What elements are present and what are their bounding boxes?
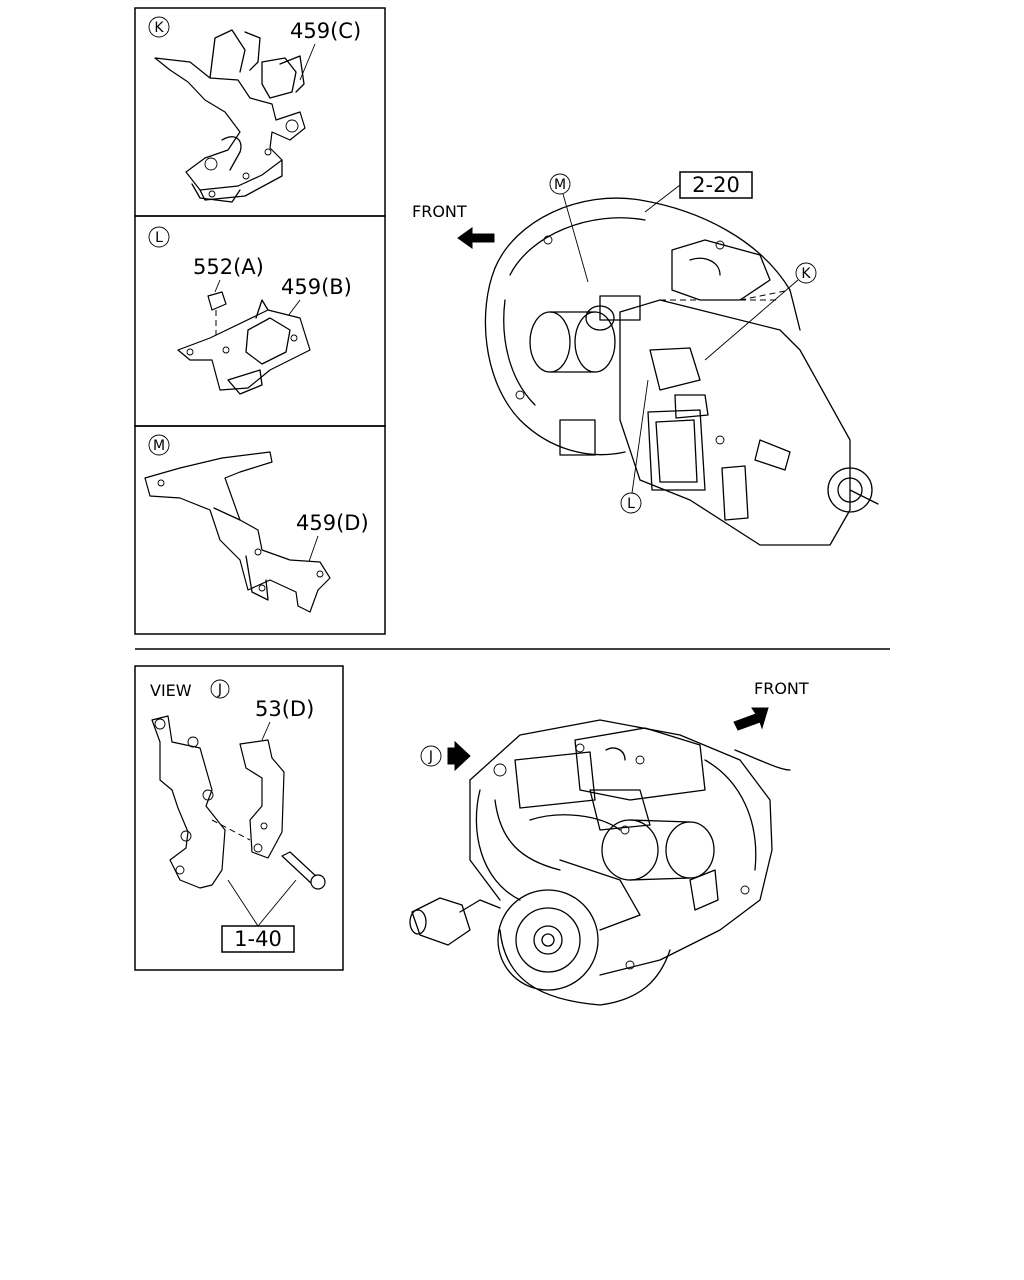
bracket-459d-drawing [144, 451, 331, 613]
part-label-53d: 53(D) [255, 697, 314, 721]
view-title: VIEW [150, 681, 192, 700]
callout-l-transmission: L [627, 496, 635, 512]
transmission-housing-drawing [484, 197, 879, 546]
callout-k-transmission: K [801, 266, 811, 282]
engine-diagram: FRONT J [409, 679, 809, 1006]
callout-m-transmission: M [554, 177, 566, 193]
part-label-552a: 552(A) [193, 255, 264, 279]
bracket-459c-drawing [154, 29, 306, 203]
panel-l: L 552(A) 459(B) [134, 215, 386, 427]
panel-view-j: VIEW J 53(D) 1-40 [134, 665, 344, 971]
front-arrow-engine-icon [733, 707, 769, 731]
panel-m: M 459(D) [134, 425, 386, 635]
callout-j-engine: J [428, 749, 433, 765]
bracket-459b-drawing [177, 291, 311, 395]
view-callout-j: J [217, 682, 222, 698]
view-direction-arrow-icon [454, 740, 471, 772]
callout-k-label: K [154, 20, 164, 36]
transmission-diagram: 2-20 FRONT M K L [412, 171, 879, 546]
bracket-53d-drawing [151, 715, 326, 890]
engine-block-drawing [409, 719, 791, 1006]
front-label-engine: FRONT [754, 679, 809, 698]
part-label-459b: 459(B) [281, 275, 352, 299]
ref-1-40: 1-40 [234, 927, 282, 951]
ref-2-20: 2-20 [692, 173, 740, 197]
callout-l-label: L [155, 230, 163, 246]
front-label-transmission: FRONT [412, 202, 467, 221]
part-label-459d: 459(D) [296, 511, 369, 535]
callout-m-label: M [153, 438, 165, 454]
panel-k: K 459(C) [134, 7, 386, 217]
front-arrow-icon [457, 227, 495, 249]
part-label-459c: 459(C) [290, 19, 361, 43]
